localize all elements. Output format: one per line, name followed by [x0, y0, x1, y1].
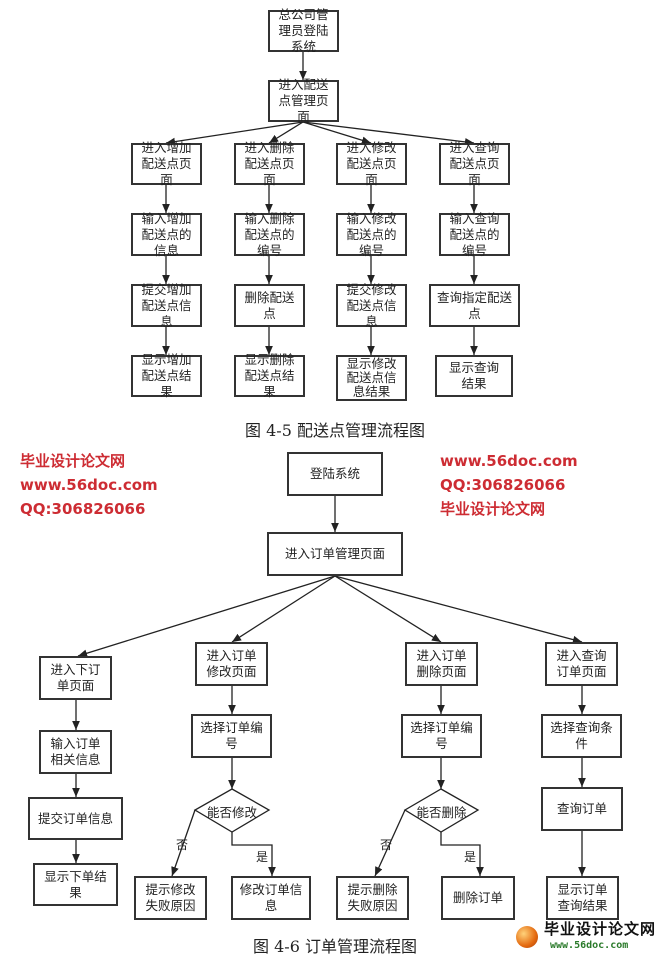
figure-caption-4-5: 图 4-5 配送点管理流程图: [245, 421, 425, 440]
step-add-submit: 提交增加配送点信息: [131, 282, 202, 329]
logo-url: www.56doc.com: [550, 940, 629, 951]
arrow: [302, 121, 372, 145]
step-query-order-do: 查询订单: [541, 787, 623, 831]
step-delete-fail: 提示删除失败原因: [336, 876, 409, 920]
step-enter-manage: 进入配送点管理页面: [268, 77, 339, 124]
step-delete-ok: 删除订单: [441, 876, 515, 920]
decision-modify-label: 能否修改: [206, 805, 257, 820]
step-query-do: 查询指定配送点: [429, 284, 520, 327]
step-modify-ok: 修改订单信息: [231, 876, 311, 920]
site-logo: 毕业设计论文网 www.56doc.com: [510, 920, 668, 954]
step-place-enter: 进入下订单页面: [39, 656, 112, 700]
step-query-order-enter: 进入查询订单页面: [545, 642, 618, 686]
step-mod-submit: 提交修改配送点信息: [336, 282, 407, 329]
step-mod-enter: 进入修改配送点页面: [336, 140, 407, 187]
arrow: [165, 121, 304, 146]
arrow: [268, 121, 304, 144]
step-delete-select: 选择订单编号: [401, 714, 482, 758]
watermark-qq: QQ:306826066: [440, 476, 566, 494]
step-query-result: 显示查询结果: [435, 355, 513, 397]
step-del-do: 删除配送点: [234, 284, 305, 327]
watermark-site: 毕业设计论文网: [440, 500, 546, 518]
step-place-result: 显示下单结果: [33, 863, 118, 906]
step-del-input: 输入删除配送点的编号: [234, 211, 305, 258]
step-add-enter: 进入增加配送点页面: [131, 140, 202, 187]
watermark-qq: QQ:306826066: [20, 500, 146, 518]
decision-delete-label: 能否删除: [416, 805, 467, 820]
branch-yes-label: 是: [464, 850, 477, 864]
step-del-result: 显示删除配送点结果: [234, 352, 305, 399]
step-modify-fail: 提示修改失败原因: [134, 876, 207, 920]
decision-diamond-delete: [403, 788, 480, 833]
step-login: 登陆系统: [287, 452, 383, 496]
watermark-url: www.56doc.com: [440, 452, 578, 470]
step-modify-select: 选择订单编号: [191, 714, 272, 758]
step-delete-enter: 进入订单删除页面: [405, 642, 478, 686]
logo-ball-icon: [516, 926, 538, 948]
step-del-enter: 进入删除配送点页面: [234, 140, 305, 187]
step-add-result: 显示增加配送点结果: [131, 352, 202, 399]
figure-caption-4-6: 图 4-6 订单管理流程图: [253, 937, 417, 956]
step-modify-enter: 进入订单修改页面: [195, 642, 268, 686]
step-add-input: 输入增加配送点的信息: [131, 211, 202, 258]
step-order-manage: 进入订单管理页面: [267, 532, 403, 576]
step-mod-result: 显示修改配送点信息结果: [336, 355, 407, 401]
watermark-url: www.56doc.com: [20, 476, 158, 494]
step-query-input: 输入查询配送点的编号: [439, 211, 510, 258]
arrow: [302, 121, 475, 146]
step-query-order-result: 显示订单查询结果: [546, 876, 619, 920]
branch-no-label: 否: [380, 838, 393, 852]
step-mod-input: 输入修改配送点的编号: [336, 211, 407, 258]
step-query-order-cond: 选择查询条件: [541, 714, 622, 758]
branch-yes-label: 是: [256, 850, 269, 864]
logo-name: 毕业设计论文网: [544, 920, 657, 938]
branch-no-label: 否: [176, 838, 189, 852]
step-place-input: 输入订单相关信息: [39, 730, 112, 774]
step-place-submit: 提交订单信息: [28, 797, 123, 840]
step-query-enter: 进入查询配送点页面: [439, 140, 510, 187]
watermark-site: 毕业设计论文网: [20, 452, 126, 470]
decision-diamond-modify: [193, 788, 271, 833]
step-admin-login: 总公司管理员登陆系统: [268, 7, 339, 54]
